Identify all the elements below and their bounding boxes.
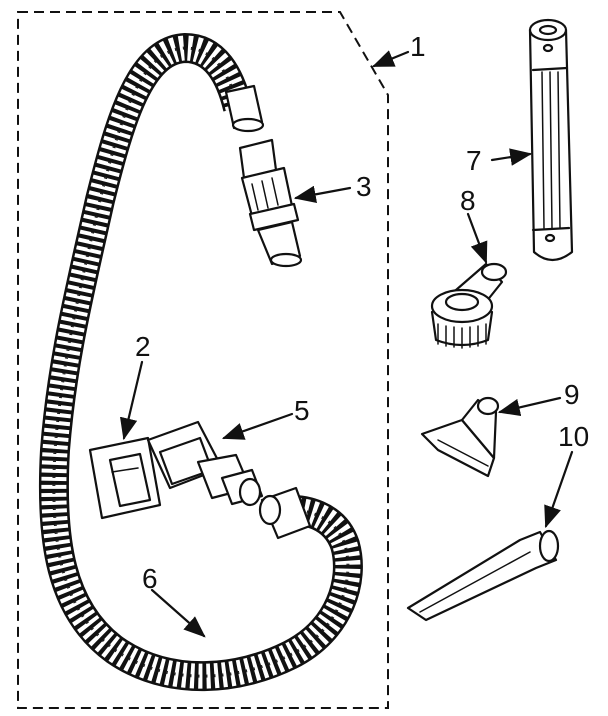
callout-10: 10 [558,421,589,452]
extension-wand [528,18,574,262]
hose-assembly [38,32,363,692]
callout-9: 9 [564,379,580,410]
leader-6 [150,588,206,638]
callout-2: 2 [135,331,151,362]
leader-7 [490,148,533,166]
callout-5: 5 [294,395,310,426]
leader-2 [120,360,144,441]
leader-3 [293,185,352,204]
callout-3: 3 [356,171,372,202]
leader-1 [371,50,410,68]
leader-8 [466,212,488,265]
leader-10 [544,450,574,529]
dusting-brush [430,262,508,349]
hose-cuff-bottom [258,486,312,540]
elbow-connector [146,420,264,507]
callout-8: 8 [460,185,476,216]
callout-7: 7 [466,145,482,176]
leader-9 [497,396,562,417]
handle-adapter [88,436,162,520]
callout-1: 1 [410,31,426,62]
callout-6: 6 [142,563,158,594]
hose-cuff-top [224,84,265,133]
upholstery-tool [420,396,500,478]
leader-5 [221,412,294,440]
callout-labels: 1 2 3 5 6 7 8 9 10 [135,31,589,594]
leader-lines [120,50,574,638]
kit-boundary-outline [17,11,389,709]
swivel-connector [238,138,303,268]
crevice-tool [406,529,560,622]
